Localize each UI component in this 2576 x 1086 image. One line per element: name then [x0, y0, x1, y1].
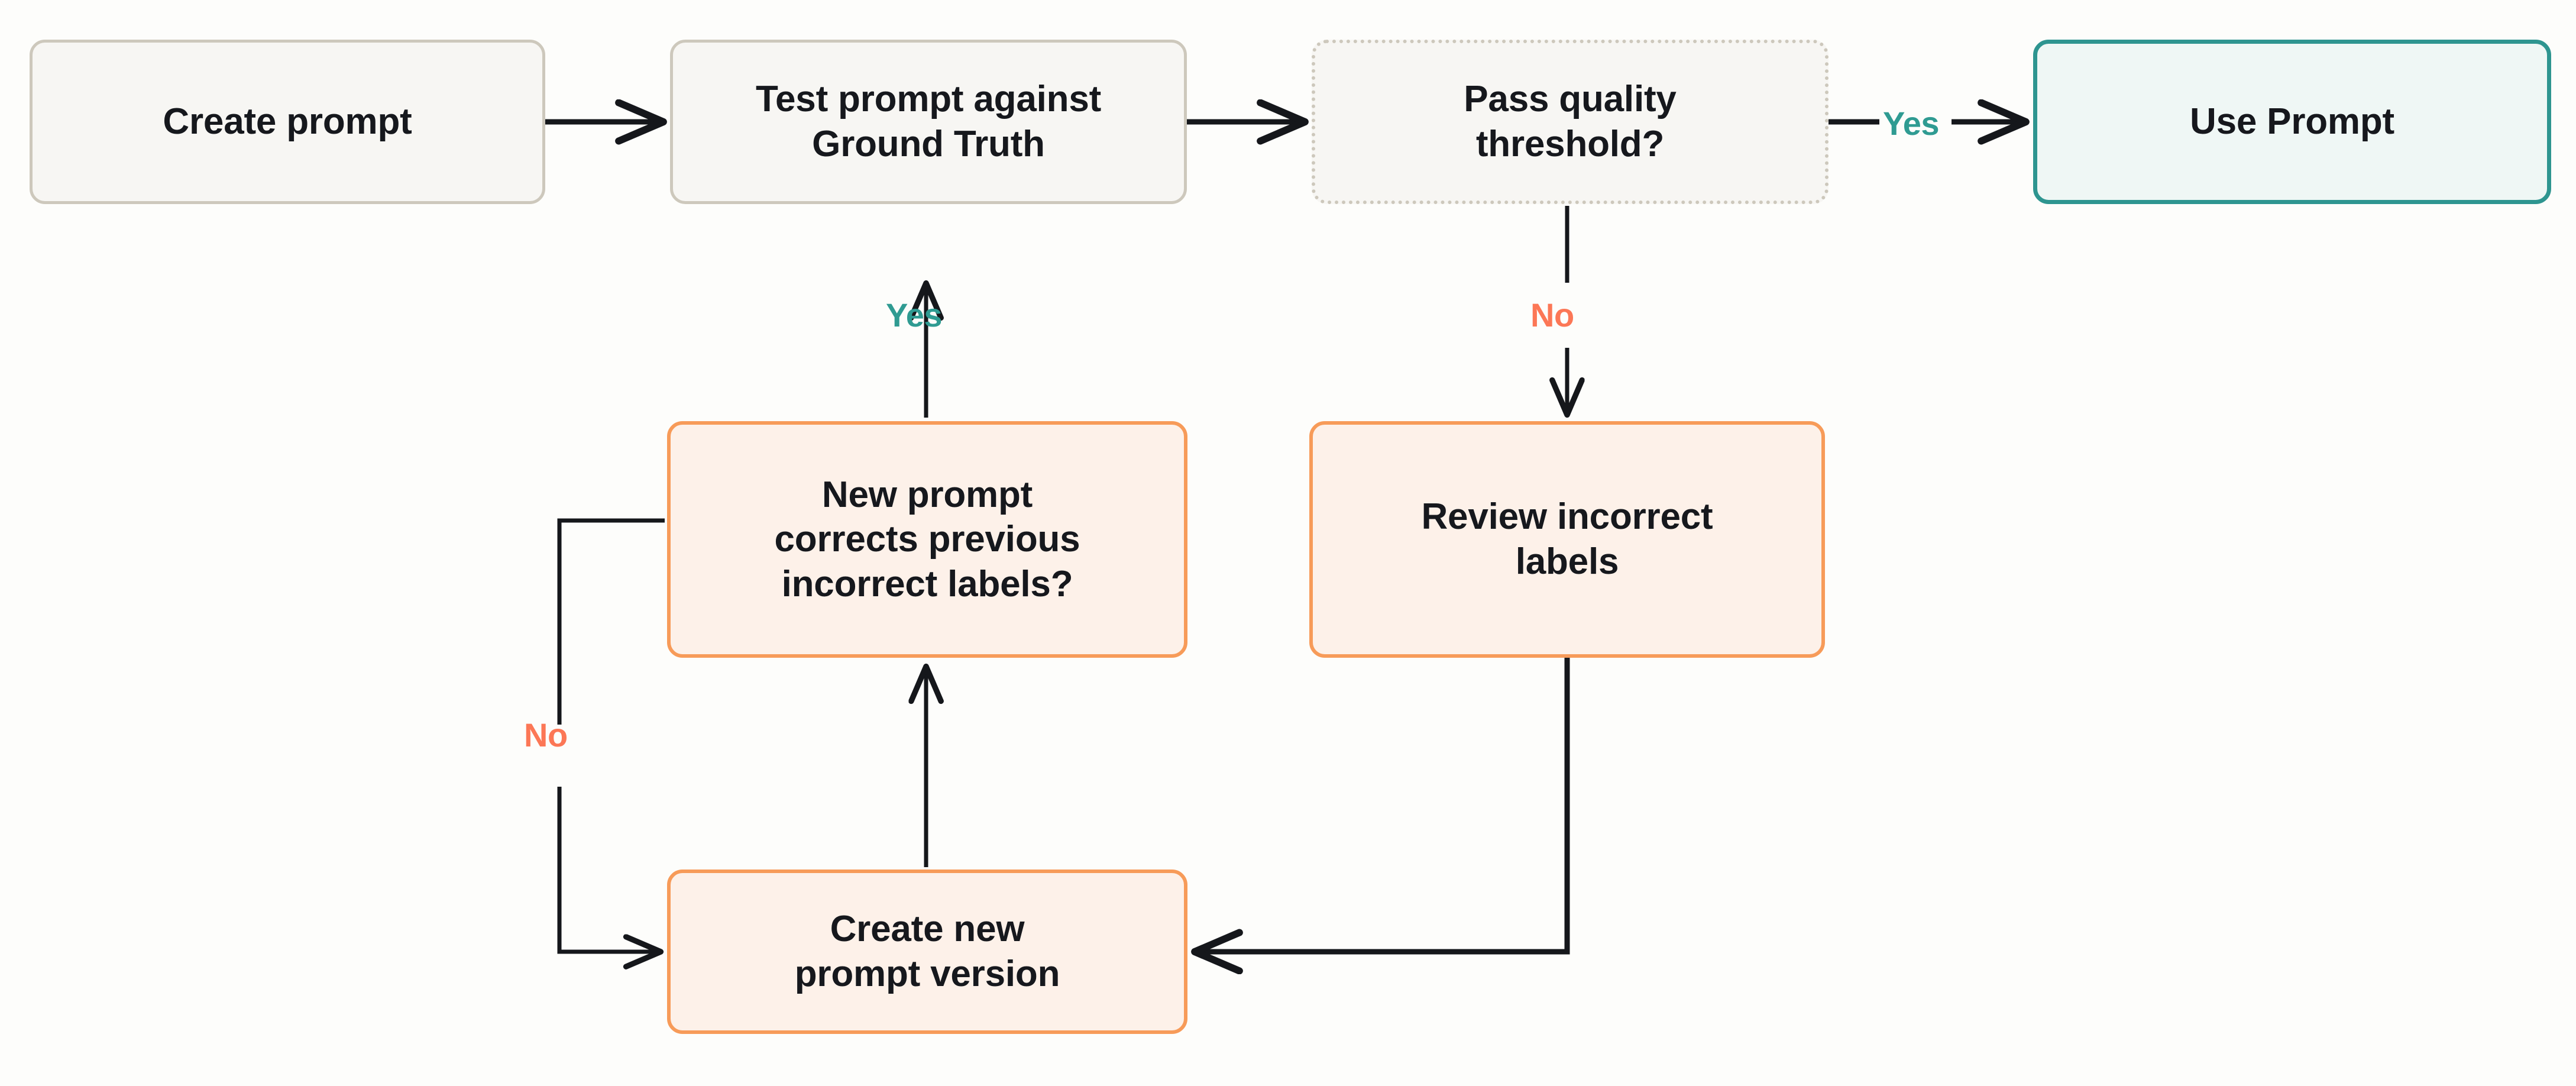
- node-new-prompt-corrects-label: New prompt corrects previous incorrect l…: [774, 474, 1080, 605]
- edge-label-no-review-labels: No: [1530, 296, 1574, 334]
- node-review-labels[interactable]: Review incorrect labels: [1309, 421, 1825, 658]
- node-test-prompt[interactable]: Test prompt against Ground Truth: [670, 40, 1187, 204]
- node-create-version-label: Create new prompt version: [794, 909, 1060, 994]
- edge-label-no-create-version: No: [524, 716, 568, 754]
- node-use-prompt[interactable]: Use Prompt: [2033, 40, 2551, 204]
- edge-new-prompt-corrects-to-create-version-a: [557, 518, 665, 725]
- node-pass-quality[interactable]: Pass quality threshold?: [1312, 40, 1829, 204]
- edge-review-labels-to-create-version: [1196, 658, 1570, 952]
- node-create-version[interactable]: Create new prompt version: [667, 870, 1187, 1034]
- edge-label-yes-use-prompt: Yes: [1883, 105, 1940, 142]
- node-pass-quality-label: Pass quality threshold?: [1464, 79, 1677, 164]
- node-new-prompt-corrects[interactable]: New prompt corrects previous incorrect l…: [667, 421, 1187, 658]
- node-create-prompt-label: Create prompt: [163, 101, 412, 143]
- edge-label-yes-test-prompt: Yes: [886, 296, 943, 334]
- node-use-prompt-label: Use Prompt: [2190, 101, 2394, 143]
- node-review-labels-label: Review incorrect labels: [1421, 496, 1713, 582]
- edge-new-prompt-corrects-to-create-version-b: [557, 787, 660, 952]
- node-test-prompt-label: Test prompt against Ground Truth: [755, 79, 1102, 164]
- node-create-prompt[interactable]: Create prompt: [30, 40, 545, 204]
